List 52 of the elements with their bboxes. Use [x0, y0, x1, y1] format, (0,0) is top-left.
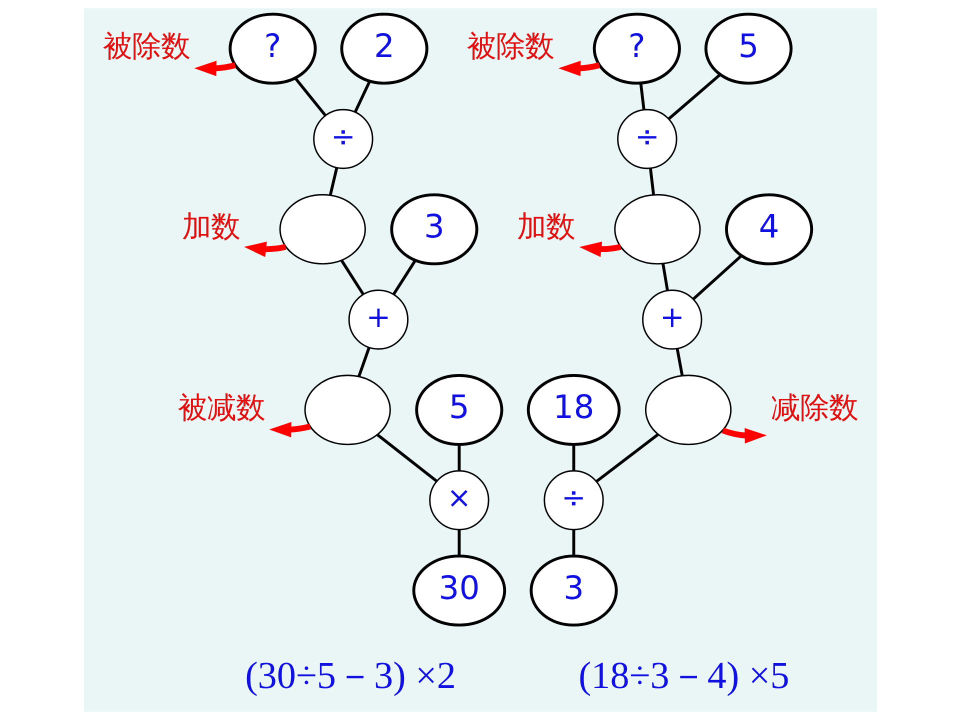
node-ellipse: 2	[340, 12, 428, 85]
node-circle: ÷	[543, 470, 604, 530]
arrow	[244, 242, 286, 258]
node-ellipse	[278, 194, 366, 265]
connector	[648, 168, 655, 196]
connector	[595, 433, 659, 483]
node-ellipse	[304, 374, 390, 446]
node-circle: ÷	[312, 108, 373, 170]
node-ellipse: 3	[390, 193, 478, 266]
connector	[457, 444, 460, 471]
node-text: 减除数	[770, 390, 858, 424]
connector	[572, 530, 575, 556]
node-ellipse: ?	[592, 12, 680, 85]
arrow	[268, 422, 310, 438]
connector	[294, 77, 326, 116]
arrow	[721, 428, 766, 444]
node-ellipse: 30	[412, 554, 506, 627]
node-ellipse: 5	[414, 374, 503, 446]
node-circle: ÷	[616, 108, 677, 170]
node-ellipse: 4	[724, 193, 813, 266]
node-text: 被除数	[102, 29, 190, 64]
node-ellipse: 5	[704, 12, 792, 85]
connector	[675, 348, 684, 376]
node-text: 被除数	[466, 29, 554, 64]
connector	[328, 168, 338, 196]
node-ellipse: 18	[526, 374, 620, 446]
connector	[638, 83, 645, 110]
connector	[572, 444, 575, 471]
arrow	[558, 60, 600, 76]
connector	[667, 74, 720, 120]
node-circle: ×	[428, 470, 489, 530]
arrow	[194, 60, 236, 76]
node-ellipse: 3	[529, 554, 618, 627]
arrow	[578, 242, 621, 258]
connector	[354, 80, 371, 112]
node-ellipse: ?	[228, 12, 316, 85]
node-ellipse	[614, 194, 700, 265]
node-ellipse	[644, 374, 732, 446]
connector	[457, 530, 460, 556]
connector	[692, 254, 742, 300]
node-circle: +	[348, 290, 408, 350]
connector	[661, 264, 668, 290]
node-circle: +	[642, 290, 702, 350]
connector	[376, 434, 438, 482]
node-text: 加数	[182, 210, 240, 244]
label: (18÷3－4) ×5	[578, 654, 789, 697]
node-text: 被减数	[177, 390, 264, 424]
label: (30÷5－3) ×2	[244, 654, 456, 697]
connector	[392, 260, 416, 296]
node-text: 加数	[516, 210, 574, 244]
connector	[340, 260, 364, 296]
connector	[357, 347, 370, 377]
